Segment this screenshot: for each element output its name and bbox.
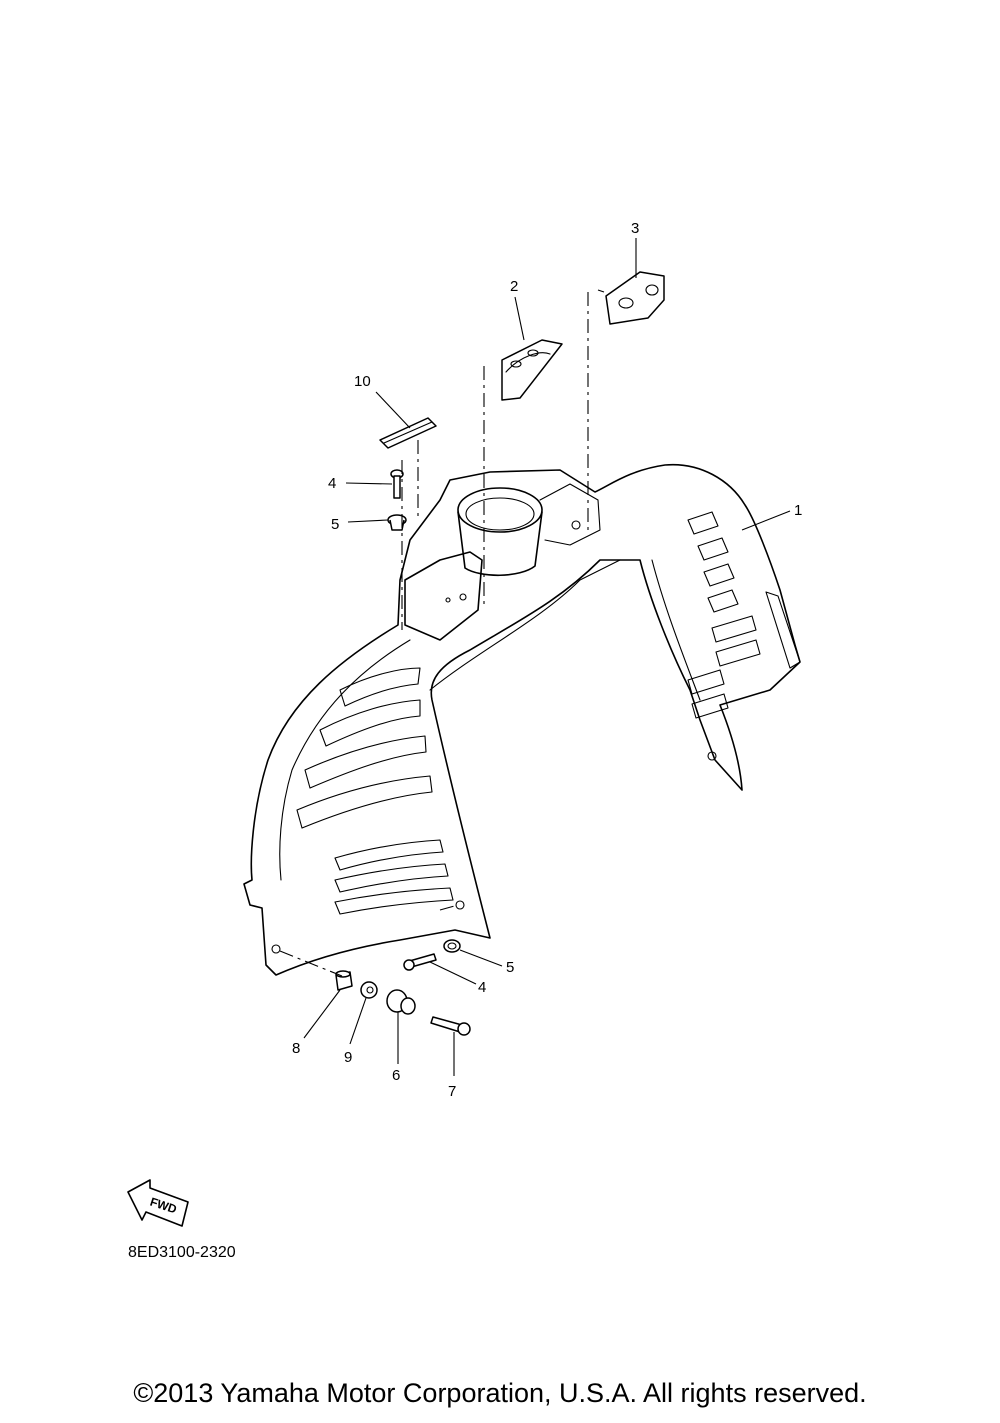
left-vent-ribs — [296, 667, 454, 915]
callout-5-upper: 5 — [331, 516, 339, 533]
callout-2: 2 — [510, 278, 518, 295]
part-code: 8ED3100-2320 — [128, 1244, 236, 1261]
part-7-bolt — [430, 1016, 471, 1036]
main-cover-part — [243, 463, 801, 976]
callout-numbers: 1 2 3 4 4 5 5 6 7 8 9 10 — [292, 220, 802, 1100]
callout-4-lower: 4 — [478, 979, 486, 996]
callout-4-upper: 4 — [328, 475, 336, 492]
part-8-collar — [335, 970, 353, 991]
part-4-screw-upper — [390, 469, 404, 499]
assembly-lines — [279, 289, 605, 977]
callout-3: 3 — [631, 220, 639, 237]
callout-9: 9 — [344, 1049, 352, 1066]
right-mount-hole — [707, 751, 717, 761]
leader-lines — [303, 238, 791, 1076]
part-2-bracket-plate — [501, 339, 563, 401]
copyright-footer: ©2013 Yamaha Motor Corporation, U.S.A. A… — [133, 1378, 867, 1408]
part-10-rubber-strip — [379, 417, 437, 449]
meter-housing — [404, 483, 601, 641]
part-4-screw-lower — [403, 953, 437, 971]
callout-5-lower: 5 — [506, 959, 514, 976]
callout-10: 10 — [354, 373, 371, 390]
forward-arrow-icon: FWD — [127, 1179, 189, 1227]
callout-1: 1 — [794, 502, 802, 519]
callout-8: 8 — [292, 1040, 300, 1057]
right-side-tab — [765, 591, 801, 669]
bottom-mount-hole — [455, 900, 465, 910]
right-vent-ribs — [687, 511, 761, 719]
callout-7: 7 — [448, 1083, 456, 1100]
part-5-grommet-upper — [387, 514, 407, 531]
part-9-washer — [360, 981, 378, 999]
left-mount-hole — [271, 944, 281, 954]
callout-6: 6 — [392, 1067, 400, 1084]
part-5-grommet-lower — [443, 939, 461, 953]
part-6-damper — [386, 989, 416, 1015]
part-3-holed-plate — [605, 271, 665, 325]
